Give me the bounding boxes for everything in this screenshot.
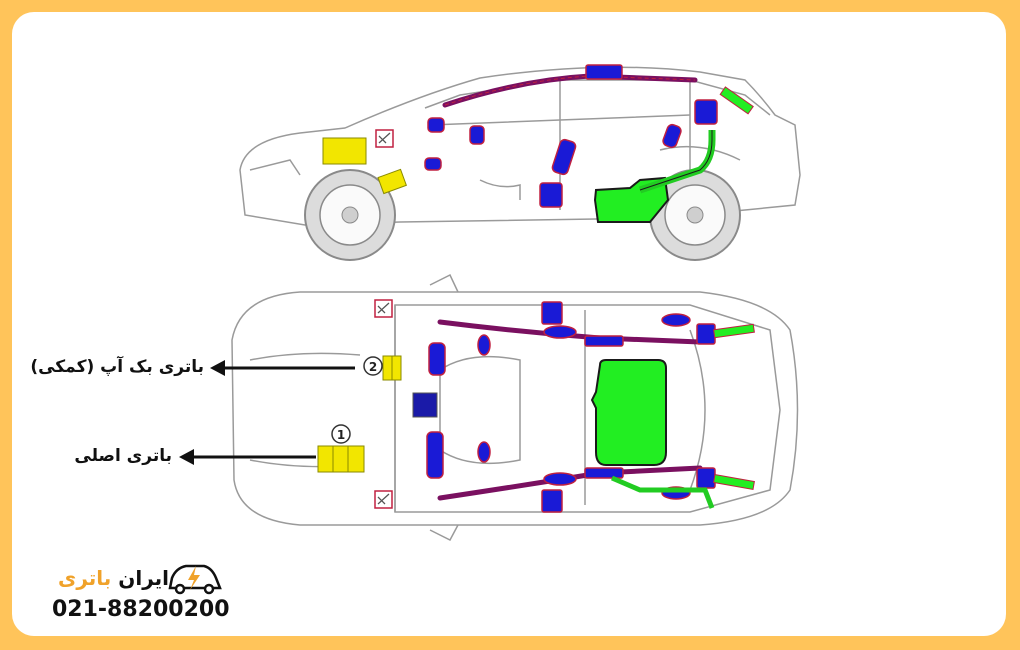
svg-text:1: 1 xyxy=(337,428,345,442)
brand-logo: ایران باتری xyxy=(58,566,169,590)
brand-word-1: ایران xyxy=(118,566,170,590)
content-card xyxy=(12,12,1006,636)
main-battery-label: باتری اصلی xyxy=(74,446,172,466)
main-battery-top xyxy=(317,445,365,473)
knee-airbag-top xyxy=(412,392,438,418)
marker-1: 1 xyxy=(331,424,351,444)
brand-word-2: باتری xyxy=(58,566,112,590)
wheel-front-side xyxy=(304,169,396,261)
arrow-main-battery xyxy=(179,449,316,465)
car-lightning-icon xyxy=(168,564,222,595)
rear-belt-side xyxy=(719,86,754,115)
phone-number: 021-88200200 xyxy=(52,597,230,622)
backup-battery-side xyxy=(377,168,407,195)
car-top-view xyxy=(231,273,799,541)
arrow-backup-battery xyxy=(210,360,355,376)
marker-2: 2 xyxy=(363,356,383,376)
backup-battery-top xyxy=(382,355,402,381)
backup-battery-label: باتری بک آپ (کمکی) xyxy=(30,357,204,377)
main-battery-side xyxy=(322,137,367,165)
fuel-tank-top xyxy=(590,359,667,466)
car-side-view xyxy=(239,66,801,226)
airbags-side xyxy=(424,64,718,208)
crash-sensors-top xyxy=(374,299,393,509)
airbags-top xyxy=(426,301,716,513)
brand-name: ایران باتری xyxy=(58,566,169,590)
svg-text:2: 2 xyxy=(369,360,377,374)
